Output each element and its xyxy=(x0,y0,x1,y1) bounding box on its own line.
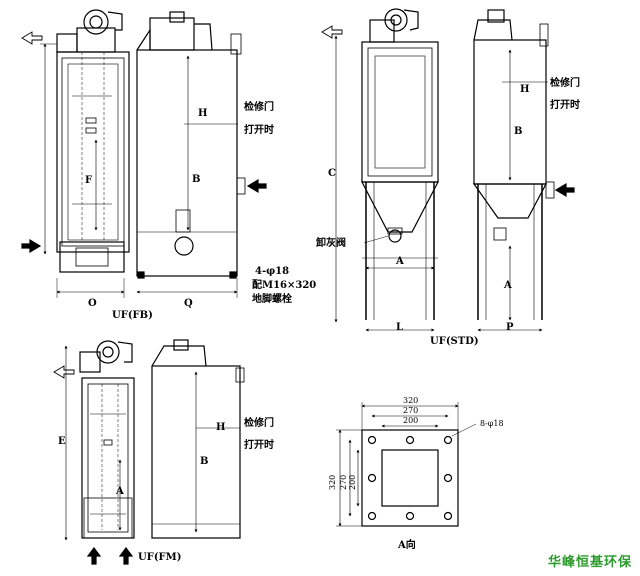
std-dim-a-right: A xyxy=(503,280,512,291)
fb-side-body xyxy=(136,49,238,277)
std-caption: UF(STD) xyxy=(430,336,479,347)
std-dim-h: H xyxy=(520,84,529,95)
fm-side-body xyxy=(151,365,241,539)
flange-dim-200-side: 200 xyxy=(348,475,357,490)
std-dim-b: B xyxy=(514,126,522,137)
std-side-hopper xyxy=(472,183,547,219)
view-uf-std xyxy=(321,8,575,332)
std-door-line2: 打开时 xyxy=(550,98,580,111)
fm-caption: UF(FM) xyxy=(138,552,181,563)
fb-door-line2: 打开时 xyxy=(244,123,274,136)
fb-dim-q: Q xyxy=(184,298,193,309)
fb-door-line1: 检修门 xyxy=(244,100,274,113)
fm-dim-a: A xyxy=(115,486,124,497)
fb-bolt-line1: 4-φ18 xyxy=(255,266,289,277)
std-front-body xyxy=(361,41,439,183)
fb-bolt-line2: 配M16×320 xyxy=(252,279,316,291)
std-ash-valve-label: 卸灰阀 xyxy=(316,236,346,249)
fb-outlet xyxy=(174,236,194,256)
view-uf-fm xyxy=(53,339,245,565)
fb-dim-f: F xyxy=(85,175,92,186)
flange-caption: A向 xyxy=(397,538,416,551)
flange-inner xyxy=(381,449,439,507)
flange-dim-320-top: 320 xyxy=(403,396,418,405)
flange-holes: 8-φ18 xyxy=(480,419,504,428)
fb-side-fan xyxy=(149,17,195,51)
fb-fan-base xyxy=(56,33,78,53)
fm-dim-e: E xyxy=(58,436,66,447)
fb-bottom-box xyxy=(59,241,125,273)
brand-watermark: 华峰恒基环保 xyxy=(548,554,632,570)
fb-dim-o: O xyxy=(88,298,97,309)
fb-caption: UF(FB) xyxy=(112,310,153,321)
flange-dim-200-top: 200 xyxy=(403,416,418,425)
std-dim-a-left: A xyxy=(395,256,404,267)
fm-door-line1: 检修门 xyxy=(244,416,274,429)
view-uf-fb xyxy=(21,9,267,298)
std-door-line1: 检修门 xyxy=(550,76,580,89)
fm-door-line2: 打开时 xyxy=(244,438,274,451)
flange-dim-270-side: 270 xyxy=(339,475,348,490)
std-hopper xyxy=(361,181,439,233)
std-ash-valve xyxy=(388,229,402,243)
view-flange-a xyxy=(336,402,477,527)
fm-dim-b: B xyxy=(200,456,208,467)
std-dim-l: L xyxy=(396,322,403,333)
flange-outer xyxy=(361,429,459,527)
fm-dim-h: H xyxy=(216,422,225,433)
fb-bolt-line3: 地脚螺栓 xyxy=(252,292,292,305)
flange-dim-320-side: 320 xyxy=(328,475,337,490)
std-dim-c: C xyxy=(328,168,336,179)
flange-dim-270-top: 270 xyxy=(403,406,418,415)
std-dim-p: P xyxy=(506,322,514,333)
fb-dim-b: B xyxy=(192,174,200,185)
fb-dim-h: H xyxy=(198,108,207,119)
fb-fan xyxy=(83,9,109,35)
